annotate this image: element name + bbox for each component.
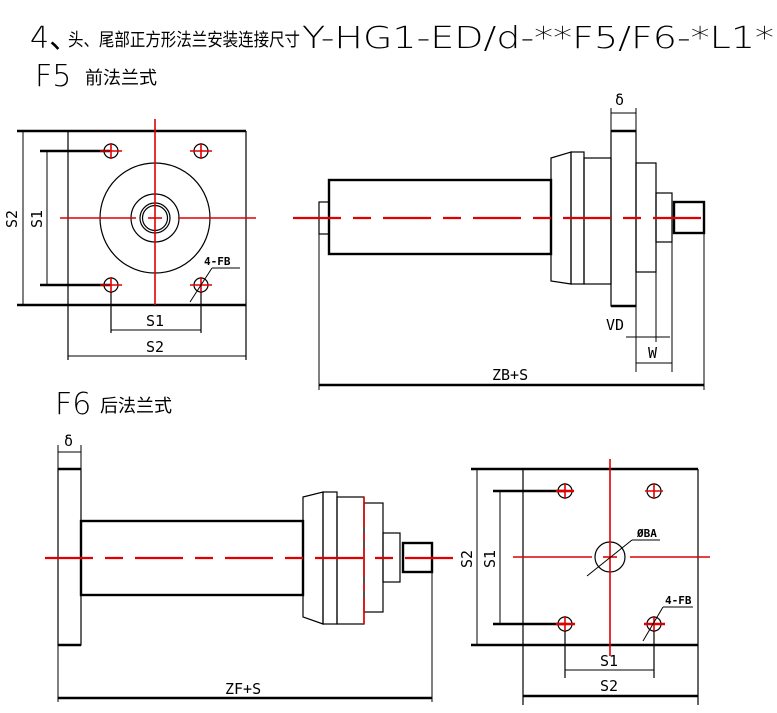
s2-label: S2 [458, 550, 476, 568]
s2-label: S2 [3, 210, 21, 228]
title-prefix: 4、 [30, 21, 79, 56]
zb-label: ZB+S [492, 366, 528, 384]
s1-bottom-label: S1 [146, 312, 164, 330]
s2-bottom-label: S2 [146, 338, 164, 356]
delta-label: δ [64, 432, 73, 450]
f6-side-view: δ ZF+S [45, 432, 460, 702]
vd-label: VD [606, 316, 624, 334]
title-chinese: 头、尾部正方形法兰安装连接尺寸 [68, 30, 300, 51]
f6-rear-plate-view: S2 S1 ØBA 4-FB S1 S2 [458, 459, 710, 705]
s1-bottom-label: S1 [600, 652, 618, 670]
title-model: Y-HG1-ED/d-**F5/F6-*L1* [302, 21, 774, 56]
f5-name: 前法兰式 [85, 68, 157, 89]
f6-name: 后法兰式 [100, 396, 172, 417]
fb-label: 4-FB [665, 594, 692, 607]
delta-label: δ [615, 91, 624, 109]
f5-side-view: δ VD W ZB+S [293, 91, 712, 390]
drawing-title: 4、 头、尾部正方形法兰安装连接尺寸 Y-HG1-ED/d-**F5/F6-*L… [30, 21, 774, 422]
zf-label: ZF+S [225, 680, 261, 698]
f5-front-plate-view: S2 S1 S1 S2 4-FB [3, 119, 256, 360]
s1-label: S1 [28, 210, 46, 228]
s1-label: S1 [481, 550, 499, 568]
f6-code: F6 [55, 387, 91, 422]
ba-label: ØBA [636, 527, 657, 540]
s2-bottom-label: S2 [600, 677, 618, 695]
w-label: W [648, 344, 658, 362]
bolt-holes [556, 483, 665, 632]
f5-code: F5 [35, 59, 71, 94]
fb-label: 4-FB [204, 255, 231, 268]
